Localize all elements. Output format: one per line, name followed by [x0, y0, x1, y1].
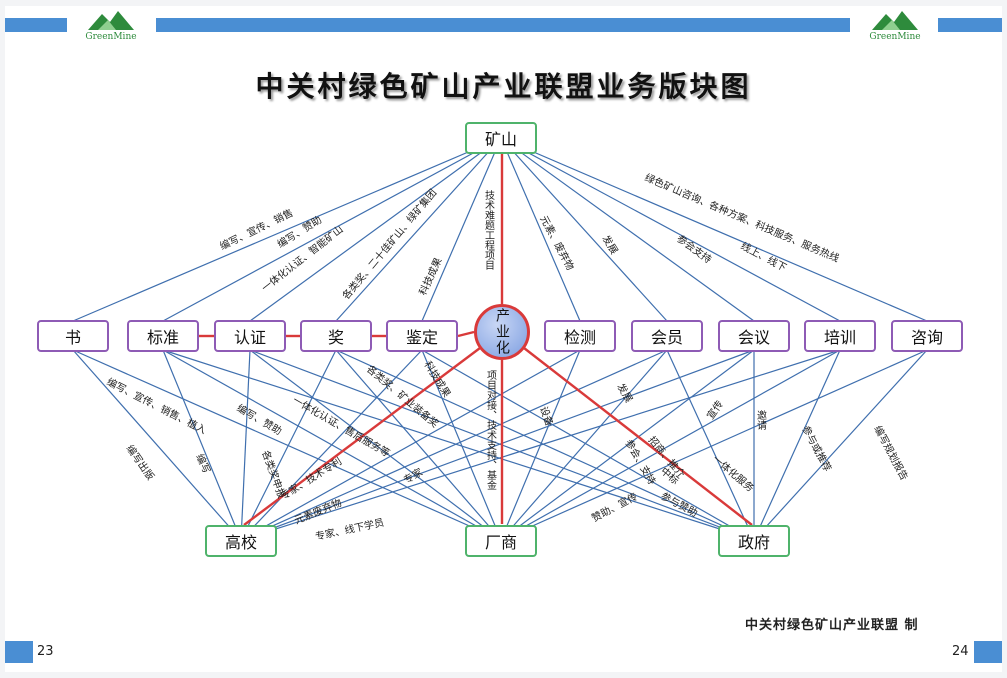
link-testing-univ [240, 349, 581, 541]
node-member[interactable]: 会员 [631, 320, 703, 352]
link-mine-member [500, 137, 668, 322]
link-consult-vendor [500, 349, 928, 541]
link-cert-univ [240, 349, 251, 541]
page-number-right: 24 [952, 644, 969, 659]
link-member-vendor [500, 349, 668, 541]
greenmine-logo-right: GreenMine [864, 8, 926, 44]
footer-tab-right [974, 641, 1002, 663]
node-award[interactable]: 奖 [300, 320, 372, 352]
edge-label: 参与赞助 [659, 489, 700, 519]
header-bar-right [938, 18, 1002, 32]
core-link-appraisal-hub [457, 330, 475, 338]
link-meeting-vendor [500, 349, 755, 541]
core-link-hub-gov [523, 347, 753, 526]
edge-label: 编写规划报告 [871, 423, 911, 482]
node-university[interactable]: 高校 [205, 525, 277, 557]
edge-label: 元素废弃物 [292, 496, 343, 527]
node-certification[interactable]: 认证 [214, 320, 286, 352]
node-testing[interactable]: 检测 [544, 320, 616, 352]
core-link-hub-univ [243, 347, 481, 526]
edge-label: 参与或推荐 [799, 423, 834, 473]
link-appraisal-univ [240, 349, 423, 541]
logo-text: GreenMine [85, 32, 137, 42]
edge-label: 编写 [193, 452, 213, 476]
link-mine-meeting [500, 137, 755, 322]
credit-text: 中关村绿色矿山产业联盟 制 [745, 618, 919, 633]
header-bar-center [156, 18, 850, 32]
link-meeting-univ [240, 349, 755, 541]
link-consult-gov [753, 349, 928, 541]
node-standard[interactable]: 标准 [127, 320, 199, 352]
node-consulting[interactable]: 咨询 [891, 320, 963, 352]
node-vendor[interactable]: 厂商 [465, 525, 537, 557]
footer-tab-left [5, 641, 33, 663]
node-meeting[interactable]: 会议 [718, 320, 790, 352]
header-bar-left [5, 18, 67, 32]
link-mine-standard [162, 137, 502, 322]
logo-text: GreenMine [869, 32, 921, 42]
link-standard-univ [162, 349, 242, 541]
edge-label: 设备 [537, 405, 556, 428]
node-book[interactable]: 书 [37, 320, 109, 352]
edge-label: 编写、宣传、销售、植入 [105, 375, 209, 437]
edge-label: 线上、线下 [739, 239, 789, 274]
node-training[interactable]: 培训 [804, 320, 876, 352]
mountain-icon [872, 11, 918, 30]
link-award-vendor [335, 349, 502, 541]
link-standard-gov [162, 349, 755, 541]
node-appraisal[interactable]: 鉴定 [386, 320, 458, 352]
link-training-vendor [500, 349, 841, 541]
link-mine-consult [500, 137, 928, 322]
link-member-gov [666, 349, 755, 541]
edge-label: 项目对接、技术支持、基金 [485, 370, 497, 490]
link-mine-training [500, 137, 841, 322]
mountain-icon [88, 11, 134, 30]
link-training-univ [240, 349, 841, 541]
edge-label: 发展 [614, 381, 635, 405]
link-book-univ [72, 349, 242, 541]
link-award-gov [335, 349, 755, 541]
edge-label: 技术难题工程项目 [483, 189, 495, 270]
page-title: 中关村绿色矿山产业联盟业务版块图 [255, 70, 752, 103]
greenmine-logo-left: GreenMine [80, 8, 142, 44]
link-mine-appraisal [421, 137, 502, 322]
link-award-univ [240, 349, 337, 541]
edge-label: 参会支持 [674, 232, 714, 266]
edge-label: 发展 [599, 233, 621, 257]
edge-label: 专家、线下学员 [314, 516, 385, 543]
link-member-univ [240, 349, 668, 541]
link-mine-testing [500, 137, 581, 322]
hub-industrialization[interactable]: 产业化 [474, 304, 530, 360]
node-government[interactable]: 政府 [718, 525, 790, 557]
edge-label: 编写出版 [124, 442, 158, 482]
edge-label: 元素、废弃物 [537, 213, 577, 272]
link-mine-award [335, 137, 502, 322]
link-mine-book [72, 137, 502, 322]
link-mine-cert [249, 137, 502, 322]
link-appraisal-gov [421, 349, 755, 541]
edge-label: 宣传 [704, 398, 726, 422]
link-book-vendor [72, 349, 502, 541]
node-mine[interactable]: 矿山 [465, 122, 537, 154]
link-cert-vendor [249, 349, 502, 541]
edge-label: 一体化服务 [710, 452, 757, 494]
page-number-left: 23 [37, 644, 54, 659]
edge-label: 邀请 [755, 409, 767, 431]
edge-label: 专家、技术专利 [278, 454, 344, 502]
edge-label: 科技成果 [416, 256, 445, 298]
link-training-gov [753, 349, 841, 541]
